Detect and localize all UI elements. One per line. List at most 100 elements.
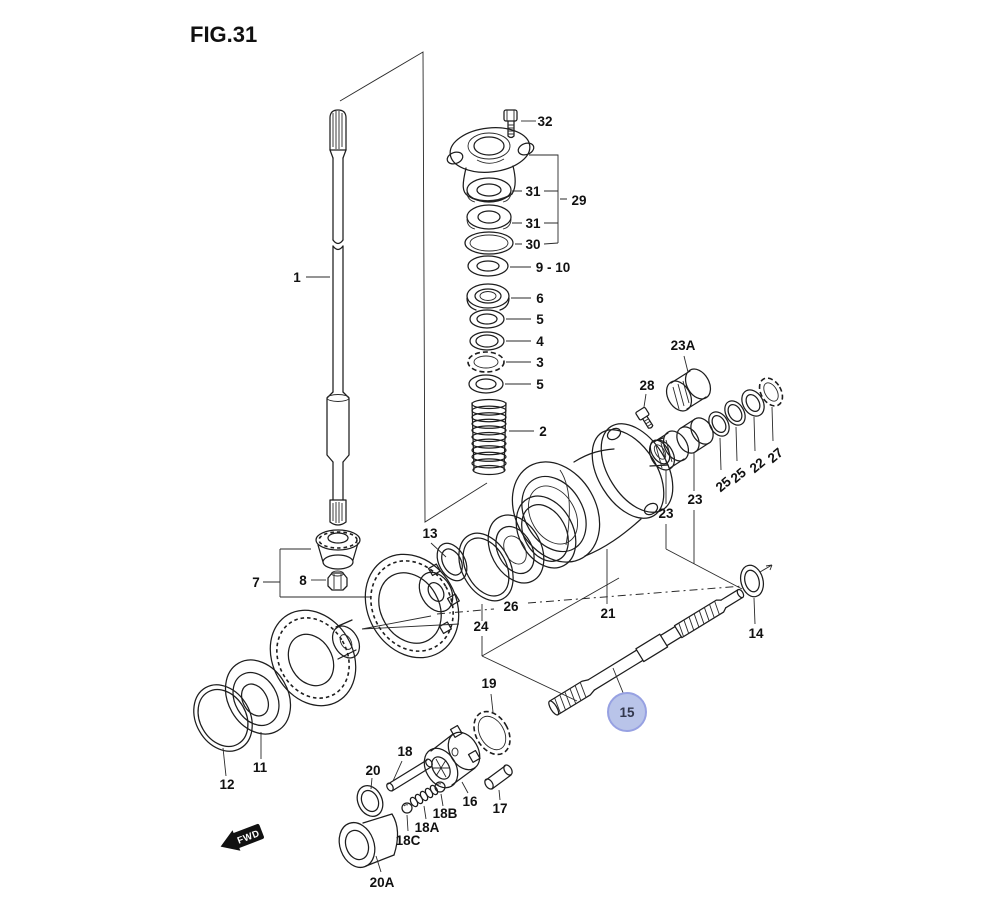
part-seal-31a [466,177,512,203]
selected-callout-highlight[interactable] [607,692,647,732]
part-bearing-23-lower [648,430,690,471]
part-bearing-26 [487,514,545,584]
leader-23-group [665,452,743,590]
part-reverse-gear [269,609,361,707]
callout-14[interactable]: 14 [748,626,764,641]
leader-18B [440,793,444,807]
part-bolt-32 [503,109,518,139]
callout-20[interactable]: 20 [365,763,380,778]
leader-7-bracket [263,548,371,598]
callout-8[interactable]: 8 [299,573,307,588]
callout-31a[interactable]: 31 [525,184,541,199]
part-seal-31b [466,204,512,230]
part-ring-13 [436,542,468,582]
part-washer-9-10 [467,255,509,277]
leader-29-bracket [512,154,567,245]
part-forward-gear [364,553,460,659]
callout-32[interactable]: 32 [537,114,552,129]
part-nut-8 [327,570,348,591]
part-sleeve-23 [676,417,714,454]
part-bearing-housing-21 [511,423,674,563]
leader-25-22-27 [719,406,774,471]
part-bolt-28 [635,406,654,429]
part-bushing-20A [338,813,399,869]
callout-21[interactable]: 21 [600,606,616,621]
leader-19 [490,693,494,713]
callout-22[interactable]: 22 [747,455,768,476]
leader-driveshaft-group [339,51,488,523]
callout-15[interactable]: 15 [619,705,635,720]
part-ring-12 [193,684,253,752]
part-bearing-6 [466,283,510,311]
leader-24 [481,577,620,702]
part-washer-20 [356,785,384,817]
callout-20A[interactable]: 20A [370,875,395,890]
part-ring-4 [469,331,505,351]
leader-14 [753,597,756,625]
callout-5a[interactable]: 5 [536,312,544,327]
part-pinion-gear-7 [315,529,361,570]
part-prop-shaft-15 [548,588,745,716]
callout-17[interactable]: 17 [492,801,507,816]
part-bearing-23A [665,368,712,412]
callout-18A[interactable]: 18A [415,820,440,835]
part-ball-18C [401,802,413,814]
part-pump-case [446,127,535,202]
part-washer-5b [468,374,504,394]
callout-23c[interactable]: 23 [687,492,703,507]
leader-18 [392,760,403,782]
part-oring-24 [458,532,514,602]
callout-1[interactable]: 1 [293,270,301,285]
centerline-prop-shaft [361,585,744,630]
leader-18A [423,805,427,820]
part-washer-5a [469,309,505,329]
callout-23b[interactable]: 23 [658,506,674,521]
callout-27[interactable]: 27 [765,445,786,466]
callout-5b[interactable]: 5 [536,377,544,392]
part-washer-22 [741,389,765,417]
part-circlip-27 [758,377,784,407]
leader-17 [498,789,501,801]
callout-7[interactable]: 7 [252,575,260,590]
fwd-arrow-icon: FWD [220,823,264,851]
callout-18C[interactable]: 18C [396,833,421,848]
part-clutch-dog-16 [423,724,481,789]
callout-9-10[interactable]: 9 - 10 [536,260,571,275]
part-ring-25a [708,411,730,437]
leader-18C [406,814,409,832]
callout-13[interactable]: 13 [422,526,438,541]
part-washer-14 [739,564,773,598]
part-rod-18 [386,758,433,792]
leader-15 [612,667,625,696]
part-race-ring [515,495,577,569]
callout-18[interactable]: 18 [397,744,413,759]
callout-3[interactable]: 3 [536,355,544,370]
leader-20 [370,777,373,790]
callout-31b[interactable]: 31 [525,216,541,231]
part-driveshaft [326,109,350,526]
callout-29[interactable]: 29 [571,193,586,208]
callout-24[interactable]: 24 [473,619,489,634]
callout-4[interactable]: 4 [536,334,544,349]
part-spring-18A [409,784,439,808]
callout-11[interactable]: 11 [253,760,268,775]
leader-13 [430,542,447,558]
callout-26[interactable]: 26 [503,599,519,614]
callout-2[interactable]: 2 [539,424,547,439]
callout-16[interactable]: 16 [462,794,478,809]
callout-30[interactable]: 30 [525,237,540,252]
callout-12[interactable]: 12 [219,777,234,792]
leader-23A [683,355,689,373]
callout-23A[interactable]: 23A [671,338,696,353]
callout-28[interactable]: 28 [639,378,655,393]
callout-19[interactable]: 19 [481,676,496,691]
part-ring-30 [464,231,514,255]
leader-28 [643,393,647,408]
leader-16 [461,781,469,794]
callout-6[interactable]: 6 [536,291,544,306]
figure-title: FIG.31 [190,22,257,47]
callout-18B[interactable]: 18B [433,806,458,821]
part-ring-25b [724,400,746,426]
